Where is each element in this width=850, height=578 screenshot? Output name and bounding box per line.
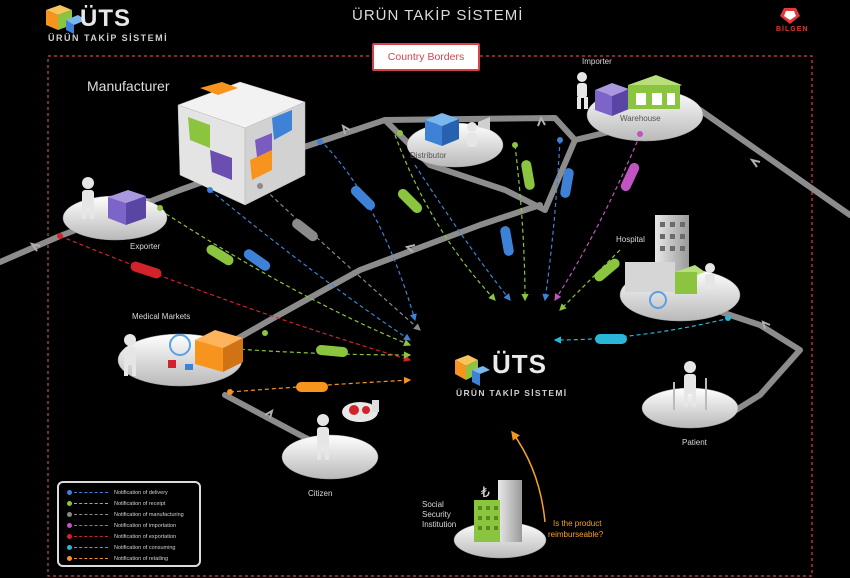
legend-dot xyxy=(67,490,72,495)
ssi-label-line3: Institution xyxy=(422,520,457,529)
patient-person-icon xyxy=(673,361,707,410)
legend-item: Notification of receipt xyxy=(67,499,165,508)
legend-item: Notification of exportation xyxy=(67,532,176,541)
legend-dot xyxy=(67,501,72,506)
country-borders-label: Country Borders xyxy=(372,43,480,71)
legend-dash xyxy=(74,536,108,537)
reimburse-arrow xyxy=(511,430,546,523)
importer-label: Importer xyxy=(582,57,612,66)
header-logo-subtitle: ÜRÜN TAKİP SİSTEMİ xyxy=(48,33,169,43)
legend-dash xyxy=(74,558,108,559)
legend-item: Notification of consuming xyxy=(67,543,175,552)
manufacturer-cube-icon xyxy=(177,81,306,206)
manufacturer-label: Manufacturer xyxy=(87,78,170,94)
legend-label: Notification of manufacturing xyxy=(114,511,184,518)
legend-dash xyxy=(74,547,108,548)
legend-dot xyxy=(67,534,72,539)
legend-dot xyxy=(67,545,72,550)
social-security-building-icon: ₺ xyxy=(474,480,522,542)
legend-label: Notification of delivery xyxy=(114,489,168,496)
patient-label: Patient xyxy=(682,438,707,447)
legend-dot xyxy=(67,523,72,528)
legend-dash xyxy=(74,503,108,504)
legend-label: Notification of exportation xyxy=(114,533,177,540)
medical-markets-person-icon xyxy=(124,334,136,376)
legend-item: Notification of delivery xyxy=(67,488,168,497)
distributor-label: Distributor xyxy=(410,151,447,160)
exporter-box-icon xyxy=(108,190,146,225)
hospital-person-icon xyxy=(705,263,715,290)
bilgen-emblem-icon xyxy=(780,8,800,24)
legend-dash xyxy=(74,525,108,526)
hospital-label: Hospital xyxy=(616,235,645,244)
citizen-label: Citizen xyxy=(308,489,333,498)
country-borders-text: Country Borders xyxy=(387,51,465,63)
exporter-person-icon xyxy=(82,177,94,219)
ssi-label-line2: Security xyxy=(422,510,451,519)
page-title: ÜRÜN TAKİP SİSTEMİ xyxy=(352,7,524,24)
hospital-building-icon xyxy=(625,215,705,309)
header-logo-text: ÜTS xyxy=(80,5,131,32)
exporter-label: Exporter xyxy=(130,242,161,251)
distributor-box-icon xyxy=(425,113,459,146)
importer-person-icon xyxy=(577,72,588,109)
distributor-person-icon xyxy=(467,117,490,147)
center-logo-subtitle: ÜRÜN TAKİP SİSTEMİ xyxy=(456,388,568,398)
medical-markets-label: Medical Markets xyxy=(132,312,191,321)
legend-label: Notification of receipt xyxy=(114,500,166,507)
importer-box-icon xyxy=(595,83,629,116)
legend-item: Notification of retailing xyxy=(67,554,168,563)
legend-dash xyxy=(74,514,108,515)
message-pills xyxy=(130,160,640,392)
road-arrows xyxy=(29,115,771,419)
reimburse-question-line2: reimburseable? xyxy=(548,530,604,539)
warehouse-label: Warehouse xyxy=(620,114,661,123)
legend-label: Notification of importation xyxy=(114,522,177,529)
center-uts-logo-icon xyxy=(455,355,490,386)
medical-markets-icon xyxy=(168,330,243,372)
bilgen-logo-text: BİLGEN xyxy=(776,26,809,33)
legend-label: Notification of consuming xyxy=(114,544,176,551)
connector-dots xyxy=(57,130,731,395)
center-logo-text: ÜTS xyxy=(492,349,547,379)
reimburse-question-line1: Is the product xyxy=(553,519,602,528)
legend-dot xyxy=(67,556,72,561)
legend-item: Notification of manufacturing xyxy=(67,510,184,519)
header-uts-logo-icon xyxy=(46,5,86,34)
legend-item: Notification of importation xyxy=(67,521,176,530)
ssi-label-line1: Social xyxy=(422,500,444,509)
legend-dash xyxy=(74,492,108,493)
svg-text:₺: ₺ xyxy=(481,485,490,501)
legend-dot xyxy=(67,512,72,517)
citizen-pills-icon xyxy=(342,400,379,422)
warehouse-icon xyxy=(628,75,682,109)
legend-box: Notification of delivery Notification of… xyxy=(57,481,201,567)
citizen-person-icon xyxy=(317,414,329,460)
legend-label: Notification of retailing xyxy=(114,555,169,562)
